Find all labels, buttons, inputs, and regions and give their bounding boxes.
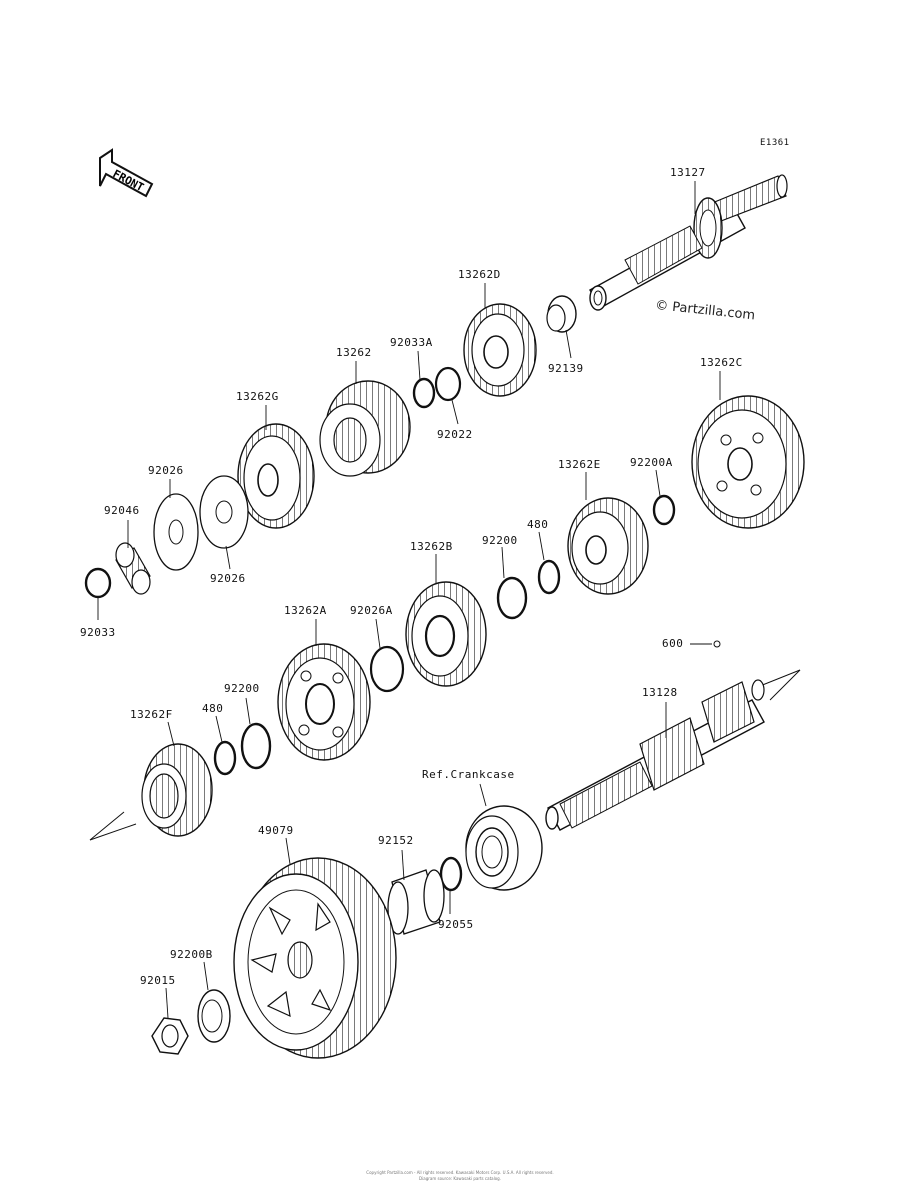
- part-label-13262B[interactable]: 13262B: [410, 540, 453, 553]
- gear-49079[interactable]: [233, 857, 397, 1059]
- part-label-92152[interactable]: 92152: [378, 834, 414, 847]
- part-label-13127[interactable]: 13127: [670, 166, 706, 179]
- part-label-92139[interactable]: 92139: [548, 362, 584, 375]
- gear-13262E[interactable]: [567, 497, 649, 595]
- washer-92026-b[interactable]: [199, 475, 249, 549]
- part-label-13262E[interactable]: 13262E: [558, 458, 601, 471]
- part-label-92046[interactable]: 92046: [104, 504, 140, 517]
- circlip-480-a[interactable]: [537, 559, 561, 595]
- part-label-13262[interactable]: 13262: [336, 346, 372, 359]
- gear-13262G[interactable]: [237, 423, 315, 529]
- part-label-92033A[interactable]: 92033A: [390, 336, 433, 349]
- washer-92026-a[interactable]: [153, 493, 199, 571]
- copyright-footer: Copyright Partzilla.com - All rights res…: [366, 1170, 554, 1175]
- part-label-92026A[interactable]: 92026A: [350, 604, 393, 617]
- gear-13262B[interactable]: [405, 581, 487, 687]
- reference-dot-icon: [713, 640, 721, 648]
- circlip-92033A[interactable]: [412, 377, 436, 409]
- part-label-92022[interactable]: 92022: [437, 428, 473, 441]
- centerline-arrow-icon: [89, 811, 137, 841]
- part-label-13128[interactable]: 13128: [642, 686, 678, 699]
- collar-92152[interactable]: [387, 869, 445, 935]
- nut-92015[interactable]: [151, 1017, 189, 1055]
- part-label-92200-top[interactable]: 92200: [482, 534, 518, 547]
- circlip-92200A[interactable]: [652, 494, 676, 526]
- part-label-92015[interactable]: 92015: [140, 974, 176, 987]
- part-label-13262A[interactable]: 13262A: [284, 604, 327, 617]
- part-label-13262D[interactable]: 13262D: [458, 268, 501, 281]
- part-label-92055[interactable]: 92055: [438, 918, 474, 931]
- part-label-480-bottom[interactable]: 480: [202, 702, 224, 715]
- part-label-92200B[interactable]: 92200B: [170, 948, 213, 961]
- part-label-92026-top[interactable]: 92026: [148, 464, 184, 477]
- part-label-600[interactable]: 600: [662, 637, 684, 650]
- part-label-92200-bottom[interactable]: 92200: [224, 682, 260, 695]
- circlip-480-b[interactable]: [213, 740, 237, 776]
- shaft-13127[interactable]: [589, 174, 788, 311]
- part-label-92200A[interactable]: 92200A: [630, 456, 673, 469]
- part-label-49079[interactable]: 49079: [258, 824, 294, 837]
- shaft-13128[interactable]: [545, 679, 765, 831]
- part-label-13262C[interactable]: 13262C: [700, 356, 743, 369]
- ball-bearing[interactable]: [465, 805, 543, 891]
- gear-13262A[interactable]: [277, 643, 371, 761]
- washer-92200-a[interactable]: [496, 576, 528, 620]
- lockwasher-92200B[interactable]: [197, 989, 231, 1043]
- part-label-92033[interactable]: 92033: [80, 626, 116, 639]
- circlip-92033[interactable]: [84, 567, 112, 599]
- ref-crankcase-label: Ref.Crankcase: [422, 768, 515, 781]
- part-label-13262G[interactable]: 13262G: [236, 390, 279, 403]
- bearing-92046[interactable]: [115, 542, 151, 595]
- part-label-92026-bottom[interactable]: 92026: [210, 572, 246, 585]
- oring-92055[interactable]: [439, 856, 463, 892]
- leader-lines: [97, 181, 721, 1019]
- front-arrow-icon: FRONT: [99, 148, 154, 198]
- washer-92026A[interactable]: [369, 645, 405, 693]
- bushing-92139[interactable]: [546, 295, 577, 333]
- washer-92022[interactable]: [434, 366, 462, 402]
- copyright-footer-2: Diagram source: Kawasaki parts catalog.: [419, 1176, 501, 1181]
- centerline-arrow-icon: [759, 669, 801, 701]
- part-label-13262F[interactable]: 13262F: [130, 708, 173, 721]
- gear-13262F[interactable]: [141, 743, 213, 837]
- gear-13262C[interactable]: [691, 395, 805, 529]
- part-label-480-top[interactable]: 480: [527, 518, 549, 531]
- washer-92200-b[interactable]: [240, 722, 272, 770]
- diagram-code: E1361: [760, 138, 790, 148]
- gear-13262D[interactable]: [463, 303, 537, 397]
- gear-13262[interactable]: [319, 380, 411, 477]
